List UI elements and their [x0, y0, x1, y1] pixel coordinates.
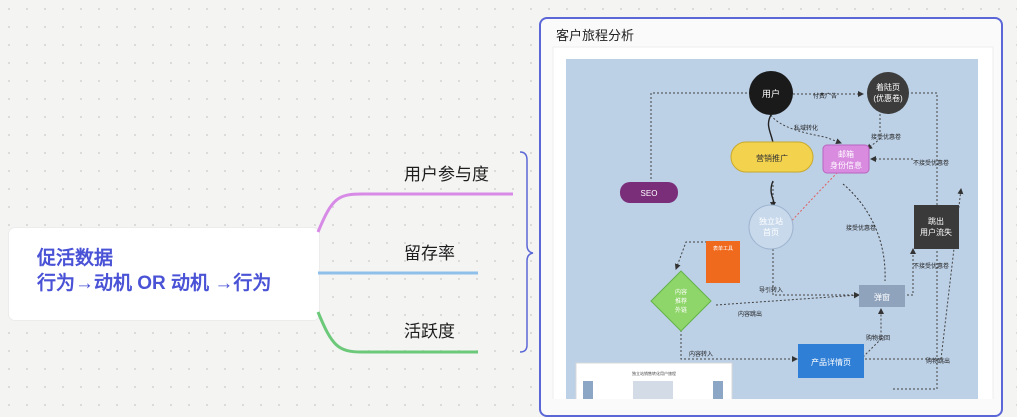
edge-form [674, 241, 715, 270]
node-email-label-2: 身份信息 [830, 160, 862, 170]
image-topic-panel[interactable]: 客户旅程分析 用户 [539, 17, 1003, 417]
edge-private [770, 114, 842, 145]
edge-top-loop [650, 92, 749, 179]
label-reject1: 不接受优惠卷 [913, 159, 949, 167]
root-topic[interactable]: 促活数据 行为→动机 OR 动机 →行为 [9, 228, 319, 320]
node-exit-label-2: 用户流失 [920, 227, 952, 237]
branch-engagement[interactable]: 用户参与度 [404, 165, 489, 184]
node-marketing-label: 营销推广 [756, 153, 788, 163]
node-content-label-3: 外链 [675, 306, 687, 314]
node-landing-label-2: (优惠卷) [873, 93, 903, 103]
edge-accept2 [842, 183, 886, 282]
edge-popup-exit [891, 248, 916, 296]
branch-retention[interactable]: 留存率 [404, 244, 455, 263]
label-guide-in: 导引转入 [759, 286, 783, 294]
branch-activity[interactable]: 活跃度 [404, 322, 455, 341]
node-email [822, 144, 870, 174]
label-private-conv: 私域转化 [794, 124, 818, 132]
branch-connectors [316, 151, 534, 354]
node-landing [867, 72, 909, 114]
panel-title: 客户旅程分析 [556, 28, 635, 43]
node-popup-label: 弹窗 [874, 292, 890, 302]
node-marketing [730, 141, 814, 173]
node-seo-label: SEO [641, 189, 658, 198]
node-product [798, 344, 864, 378]
branch-line-engagement [316, 192, 513, 233]
journey-diagram: 用户 着陆页 (优惠卷) 付费广告 私域转化 接受优惠卷 不接受优惠卷 营销推广… [552, 46, 994, 399]
node-seo [620, 182, 678, 203]
edge-content-product [680, 322, 798, 362]
node-landing-label-1: 着陆页 [876, 82, 900, 92]
node-email-label-1: 邮箱 [838, 149, 854, 159]
node-content-label-1: 内容 [675, 288, 687, 296]
label-content-in: 内容转入 [689, 350, 713, 358]
root-topic-line1: 促活数据 [37, 248, 114, 269]
node-content [650, 270, 712, 332]
node-user-label: 用户 [762, 88, 780, 99]
node-exit-label-1: 跳出 [928, 216, 944, 226]
edge-site-popup [772, 249, 860, 298]
label-content-out: 内容跳出 [738, 310, 762, 318]
edge-product-popup [862, 308, 884, 358]
node-form-tool-label: 表单工具 [713, 245, 733, 252]
node-site-label-2: 首页 [763, 227, 779, 237]
node-site [748, 204, 794, 250]
node-exit [914, 205, 959, 249]
label-paid-ads: 付费广告 [813, 92, 837, 100]
node-user [749, 71, 793, 115]
thumb-left-block [583, 381, 593, 399]
thumb-right-block [713, 381, 723, 399]
edge-product-exit [865, 188, 964, 360]
node-form-tool [706, 241, 740, 283]
edge-accept1 [866, 114, 881, 150]
node-site-label-1: 独立站 [759, 216, 783, 226]
label-cart-recover: 购物挽回 [866, 334, 890, 342]
label-cart-exit: 购物跳出 [926, 357, 950, 365]
label-reject2: 不接受优惠卷 [913, 262, 949, 270]
label-accept2: 接受优惠卷 [846, 224, 876, 232]
brace [519, 151, 534, 353]
branch-line-activity [316, 311, 478, 354]
node-popup [859, 285, 905, 307]
label-accept1: 接受优惠卷 [871, 133, 901, 141]
node-product-label: 产品详情页 [811, 357, 851, 367]
root-topic-line2: 行为→动机 OR 动机 →行为 [37, 273, 272, 294]
node-content-label-2: 推荐 [675, 297, 687, 305]
thumb-title: 独立站销售转化用户旅程 [632, 370, 676, 376]
thumb-mid-block [633, 381, 673, 399]
